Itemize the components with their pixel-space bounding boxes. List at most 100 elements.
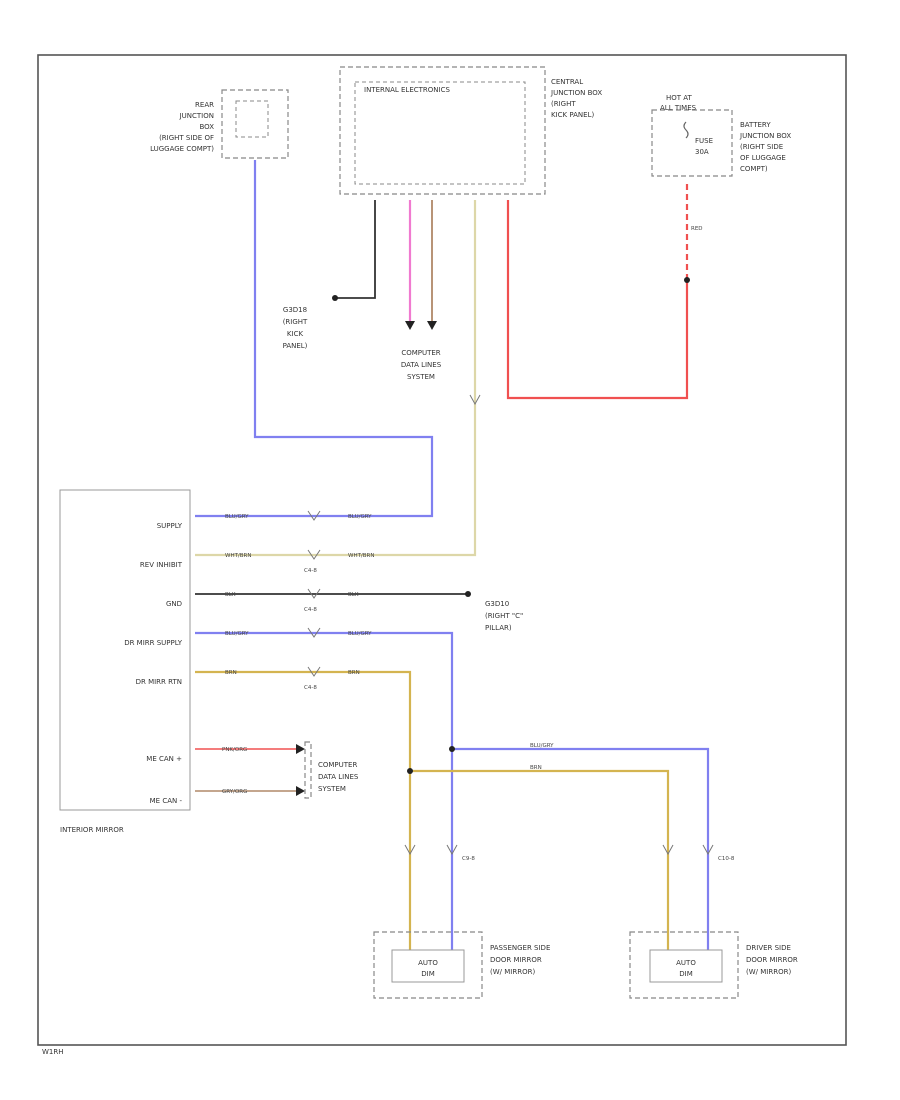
connector-icon (307, 666, 321, 677)
connector-icon (307, 549, 321, 560)
wire-label-drrtn-left: BRN (225, 670, 237, 676)
svg-text:OF LUGGAGE: OF LUGGAGE (740, 154, 786, 162)
passenger-inner-line-1: AUTO (418, 959, 438, 967)
arrow-right-icon (296, 786, 305, 796)
connector-label-c10: C10-8 (718, 856, 735, 862)
connector-icon (702, 844, 714, 856)
passenger-label-line-3: (W/ MIRROR) (490, 968, 535, 976)
svg-text:DIM: DIM (679, 970, 693, 978)
cdls-top-line-2: DATA LINES (401, 361, 442, 369)
connector-icon (307, 588, 321, 599)
splice-dot (684, 277, 690, 283)
svg-text:(RIGHT: (RIGHT (551, 100, 576, 108)
splice-dot (332, 295, 338, 301)
svg-text:DRIVER SIDE: DRIVER SIDE (746, 944, 791, 952)
rear-junction-box-outline (221, 89, 289, 159)
svg-text:PANEL): PANEL) (283, 342, 308, 350)
pin-supply: SUPPLY (157, 522, 183, 530)
svg-text:(RIGHT SIDE OF: (RIGHT SIDE OF (159, 134, 214, 142)
connector-icon (446, 844, 458, 856)
passenger-inner-line-2: DIM (421, 970, 435, 978)
passenger-mirror-inner (391, 949, 465, 983)
ground-top-line-4: PANEL) (283, 342, 308, 350)
driver-inner-line-2: DIM (679, 970, 693, 978)
wire-label-gnd-right: BLK (348, 592, 359, 598)
battery-jb-line-2: JUNCTION BOX (739, 132, 791, 140)
interior-mirror-body (59, 489, 191, 811)
svg-text:BATTERY: BATTERY (740, 121, 771, 129)
svg-text:PILLAR): PILLAR) (485, 624, 512, 632)
svg-text:SYSTEM: SYSTEM (318, 785, 346, 793)
pin-me-can-minus: ME CAN - (150, 797, 183, 805)
splice-dot (407, 768, 413, 774)
battery-junction-box: HOT AT ALL TIMES FUSE 30A BATTERY JUNCTI… (651, 94, 791, 177)
fuse-icon (683, 121, 689, 139)
battery-jb-line-5: COMPT) (740, 165, 768, 173)
svg-text:G3D18: G3D18 (283, 306, 307, 314)
rear-junction-box: REAR JUNCTION BOX (RIGHT SIDE OF LUGGAGE… (150, 89, 289, 159)
driver-mirror-inner (649, 949, 723, 983)
connector-label-c4: C4-8 (304, 568, 317, 574)
wire-label-rev-right: WHT/BRN (348, 553, 375, 559)
svg-text:DIM: DIM (421, 970, 435, 978)
wire-ground-top (335, 200, 376, 299)
svg-text:(RIGHT: (RIGHT (283, 318, 308, 326)
splice-dot (465, 591, 471, 597)
svg-text:BOX: BOX (199, 123, 214, 131)
passenger-door-mirror: AUTO DIM PASSENGER SIDE DOOR MIRROR (W/ … (373, 931, 550, 999)
svg-text:COMPT): COMPT) (740, 165, 768, 173)
battery-jb-line-3: (RIGHT SIDE (740, 143, 783, 151)
central-jb-line-1: CENTRAL (551, 78, 583, 86)
svg-text:JUNCTION BOX: JUNCTION BOX (739, 132, 791, 140)
wire-label-drrtn-right: BRN (348, 670, 360, 676)
driver-inner-line-1: AUTO (676, 959, 696, 967)
hot-at-line-1: HOT AT (666, 94, 693, 102)
footer-code: W1RH (42, 1048, 64, 1056)
hot-at-line-2: ALL TIMES (660, 104, 697, 112)
central-jb-line-3: (RIGHT (551, 100, 576, 108)
wire-dr-supply (195, 631, 454, 950)
wire-label-drsup-right: BLU/GRY (348, 631, 372, 637)
ground-pillar-line-2: (RIGHT "C" (485, 612, 523, 620)
ground-top-line-3: KICK (287, 330, 304, 338)
wire-rev-inhibit (195, 200, 477, 557)
wire-label-red: RED (691, 226, 703, 232)
svg-text:KICK: KICK (287, 330, 304, 338)
wire-battery-red (506, 200, 689, 400)
wire-label-gnd-left: BLK (225, 592, 236, 598)
connector-icon (307, 627, 321, 638)
central-jb-line-2: JUNCTION BOX (550, 89, 602, 97)
wire-label-can-minus: GRY/ORG (222, 789, 247, 795)
connector-icon (662, 844, 674, 856)
svg-text:KICK PANEL): KICK PANEL) (551, 111, 594, 119)
svg-text:(W/ MIRROR): (W/ MIRROR) (490, 968, 535, 976)
wire-supply-blue (195, 160, 434, 518)
svg-text:(RIGHT SIDE: (RIGHT SIDE (740, 143, 783, 151)
passenger-label-line-2: DOOR MIRROR (490, 956, 542, 964)
central-jb-inner-title: INTERNAL ELECTRONICS (364, 86, 450, 94)
wire-label-supply-right: BLU/GRY (348, 514, 372, 520)
central-junction-box: INTERNAL ELECTRONICS CENTRAL JUNCTION BO… (339, 66, 602, 195)
connector-label-c9: C9-8 (462, 856, 475, 862)
arrow-right-icon (296, 744, 305, 754)
svg-text:AUTO: AUTO (676, 959, 696, 967)
pin-rev-inhibit: REV INHIBIT (140, 561, 183, 569)
ground-pillar-line-1: G3D10 (485, 600, 509, 608)
connector-label-c4c: C4-8 (304, 685, 317, 691)
passenger-mirror-outline (373, 931, 483, 999)
wire-labels: BLU/GRY BLU/GRY WHT/BRN WHT/BRN BLK BLK … (222, 226, 735, 862)
battery-jb-line-4: OF LUGGAGE (740, 154, 786, 162)
driver-label-line-1: DRIVER SIDE (746, 944, 791, 952)
wire-label-can-plus: PNK/ORG (222, 747, 247, 753)
svg-text:ALL TIMES: ALL TIMES (660, 104, 697, 112)
ground-label-top: G3D18 (RIGHT KICK PANEL) (283, 306, 308, 350)
battery-jb-line-1: BATTERY (740, 121, 771, 129)
wire-label-drsup-left: BLU/GRY (225, 631, 249, 637)
connector-label-c4b: C4-8 (304, 607, 317, 613)
wire-label-branch-blue: BLU/GRY (530, 743, 554, 749)
svg-text:(W/ MIRROR): (W/ MIRROR) (746, 968, 791, 976)
arrow-down-icon (427, 321, 437, 330)
wire-dr-supply-branch (452, 747, 710, 950)
connector-icon (469, 394, 481, 406)
